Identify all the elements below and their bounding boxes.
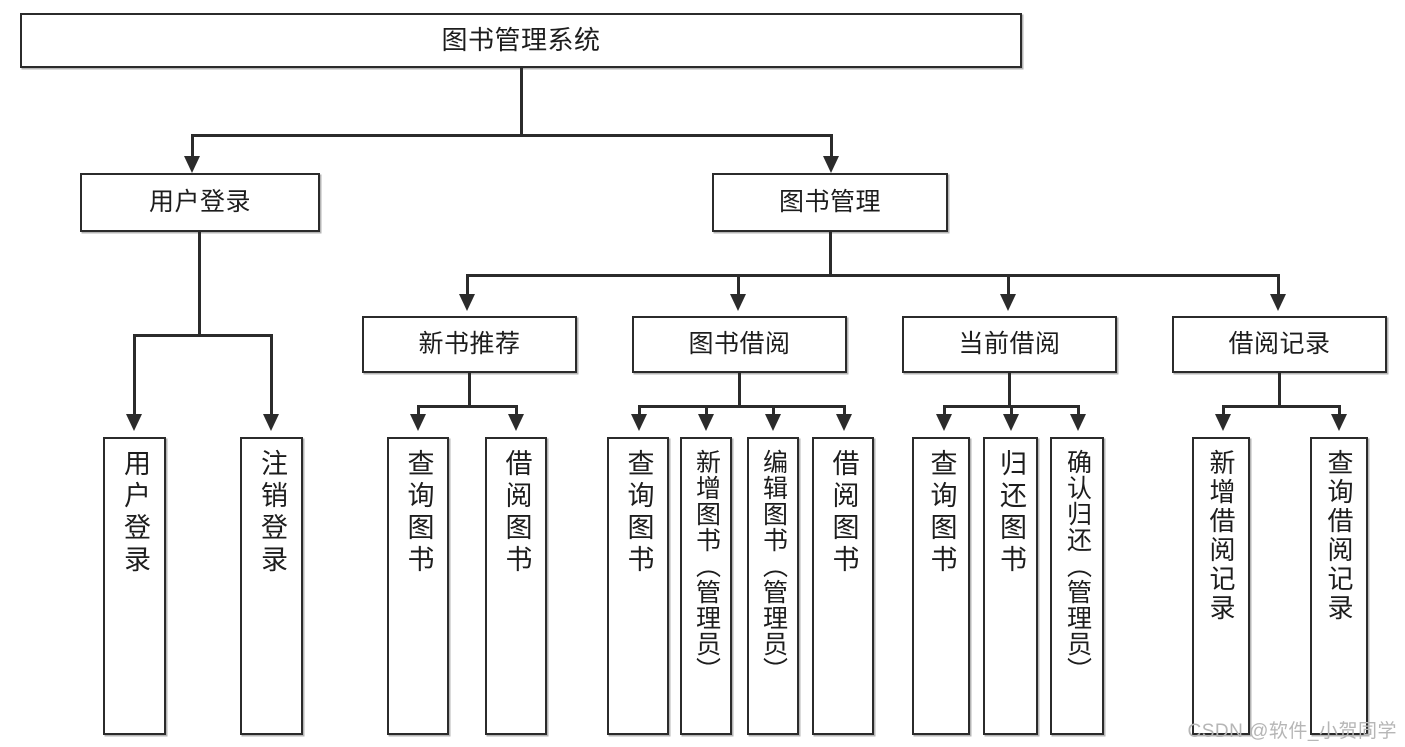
edge-book-borrow-arm-1 — [638, 405, 641, 419]
leaf-borrow-record-add[interactable]: 新增借阅记录 — [1192, 437, 1250, 735]
node-user-login[interactable]: 用户登录 — [80, 173, 320, 232]
node-label: 归还图书 — [996, 449, 1026, 577]
edge-user-login-split-bar — [133, 334, 273, 337]
node-label: 图书借阅 — [688, 329, 791, 358]
node-borrow-record[interactable]: 借阅记录 — [1172, 316, 1387, 373]
arrow-borrow-record-leaf-2 — [1331, 414, 1347, 431]
edge-root-stem — [520, 68, 523, 136]
arrow-user-login — [184, 156, 200, 173]
arrow-new-book-leaf-1 — [410, 414, 426, 431]
edge-book-borrow-stem — [738, 373, 741, 407]
edge-book-borrow-arm-3 — [772, 405, 775, 419]
edge-borrow-record-arm-1 — [1222, 405, 1225, 419]
arrow-book-borrow-leaf-1 — [631, 414, 647, 431]
arrow-new-book-recommend — [459, 294, 475, 311]
arrow-new-book-leaf-2 — [508, 414, 524, 431]
edge-arm-book-manage — [830, 134, 833, 162]
node-label: 借阅图书 — [828, 449, 859, 577]
arrow-book-borrow-leaf-4 — [836, 414, 852, 431]
edge-book-manage-stem — [829, 232, 832, 276]
edge-new-book-arm-1 — [417, 405, 420, 419]
leaf-current-borrow-confirm-admin[interactable]: 确认归还（管理员） — [1050, 437, 1104, 735]
node-label: 借阅记录 — [1228, 329, 1331, 358]
leaf-book-borrow-edit-admin[interactable]: 编辑图书（管理员） — [747, 437, 799, 735]
arrow-book-borrow-leaf-3 — [765, 414, 781, 431]
node-label: 新增图书（管理员） — [692, 449, 721, 683]
node-root-book-management-system[interactable]: 图书管理系统 — [20, 13, 1022, 68]
edge-arm-new-book — [466, 274, 469, 300]
node-label: 新增借阅记录 — [1206, 449, 1236, 623]
leaf-book-borrow-borrow[interactable]: 借阅图书 — [812, 437, 874, 735]
arrow-book-borrow — [730, 294, 746, 311]
arrow-borrow-record-leaf-1 — [1215, 414, 1231, 431]
arrow-user-login-leaf-2 — [263, 414, 279, 431]
leaf-user-login-logout[interactable]: 注销登录 — [240, 437, 303, 735]
edge-current-borrow-stem — [1008, 373, 1011, 407]
node-label: 图书管理系统 — [441, 25, 601, 56]
edge-user-login-arm-2 — [270, 334, 273, 418]
leaf-book-borrow-add-admin[interactable]: 新增图书（管理员） — [680, 437, 732, 735]
arrow-current-borrow-leaf-2 — [1003, 414, 1019, 431]
arrow-user-login-leaf-1 — [126, 414, 142, 431]
node-label: 注销登录 — [257, 449, 287, 577]
edge-new-book-stem — [468, 373, 471, 407]
leaf-new-book-query[interactable]: 查询图书 — [387, 437, 449, 735]
node-book-borrow[interactable]: 图书借阅 — [632, 316, 847, 373]
arrow-current-borrow-leaf-1 — [936, 414, 952, 431]
node-label: 当前借阅 — [958, 329, 1061, 358]
edge-level3-split-bar — [466, 274, 1279, 277]
leaf-current-borrow-query[interactable]: 查询图书 — [912, 437, 970, 735]
leaf-new-book-borrow[interactable]: 借阅图书 — [485, 437, 547, 735]
edge-book-borrow-arm-2 — [705, 405, 708, 419]
arrow-borrow-record — [1270, 294, 1286, 311]
edge-arm-borrow-record — [1277, 274, 1280, 300]
edge-book-borrow-split-bar — [638, 405, 846, 408]
node-new-book-recommend[interactable]: 新书推荐 — [362, 316, 577, 373]
node-label: 查询图书 — [623, 449, 654, 577]
edge-arm-current-borrow — [1007, 274, 1010, 300]
edge-borrow-record-split-bar — [1222, 405, 1341, 408]
edge-book-borrow-arm-4 — [843, 405, 846, 419]
arrow-current-borrow — [1000, 294, 1016, 311]
edge-new-book-split-bar — [417, 405, 518, 408]
node-label: 用户登录 — [120, 449, 150, 577]
node-label: 图书管理 — [778, 187, 881, 216]
edge-current-borrow-arm-1 — [943, 405, 946, 419]
edge-user-login-stem — [198, 232, 201, 336]
arrow-book-manage — [823, 156, 839, 173]
edge-current-borrow-arm-3 — [1077, 405, 1080, 419]
edge-new-book-arm-2 — [515, 405, 518, 419]
leaf-book-borrow-query[interactable]: 查询图书 — [607, 437, 669, 735]
node-label: 确认归还（管理员） — [1063, 449, 1092, 683]
node-label: 新书推荐 — [418, 329, 521, 358]
watermark-credit: CSDN @软件_小贺同学 — [1187, 721, 1397, 742]
node-label: 借阅图书 — [501, 449, 532, 577]
leaf-current-borrow-return[interactable]: 归还图书 — [983, 437, 1038, 735]
edge-arm-book-borrow — [737, 274, 740, 300]
node-label: 用户登录 — [148, 187, 251, 216]
node-label: 查询图书 — [403, 449, 434, 577]
edge-user-login-arm-1 — [133, 334, 136, 418]
arrow-current-borrow-leaf-3 — [1070, 414, 1086, 431]
node-label: 编辑图书（管理员） — [759, 449, 788, 683]
edge-arm-user-login — [191, 134, 194, 162]
arrow-book-borrow-leaf-2 — [698, 414, 714, 431]
leaf-borrow-record-query[interactable]: 查询借阅记录 — [1310, 437, 1368, 735]
node-book-management[interactable]: 图书管理 — [712, 173, 948, 232]
leaf-user-login-login[interactable]: 用户登录 — [103, 437, 166, 735]
edge-level2-split-bar — [191, 134, 832, 137]
edge-current-borrow-arm-2 — [1010, 405, 1013, 419]
node-current-borrow[interactable]: 当前借阅 — [902, 316, 1117, 373]
node-label: 查询图书 — [926, 449, 957, 577]
node-label: 查询借阅记录 — [1324, 449, 1354, 623]
edge-borrow-record-arm-2 — [1338, 405, 1341, 419]
edge-borrow-record-stem — [1278, 373, 1281, 407]
